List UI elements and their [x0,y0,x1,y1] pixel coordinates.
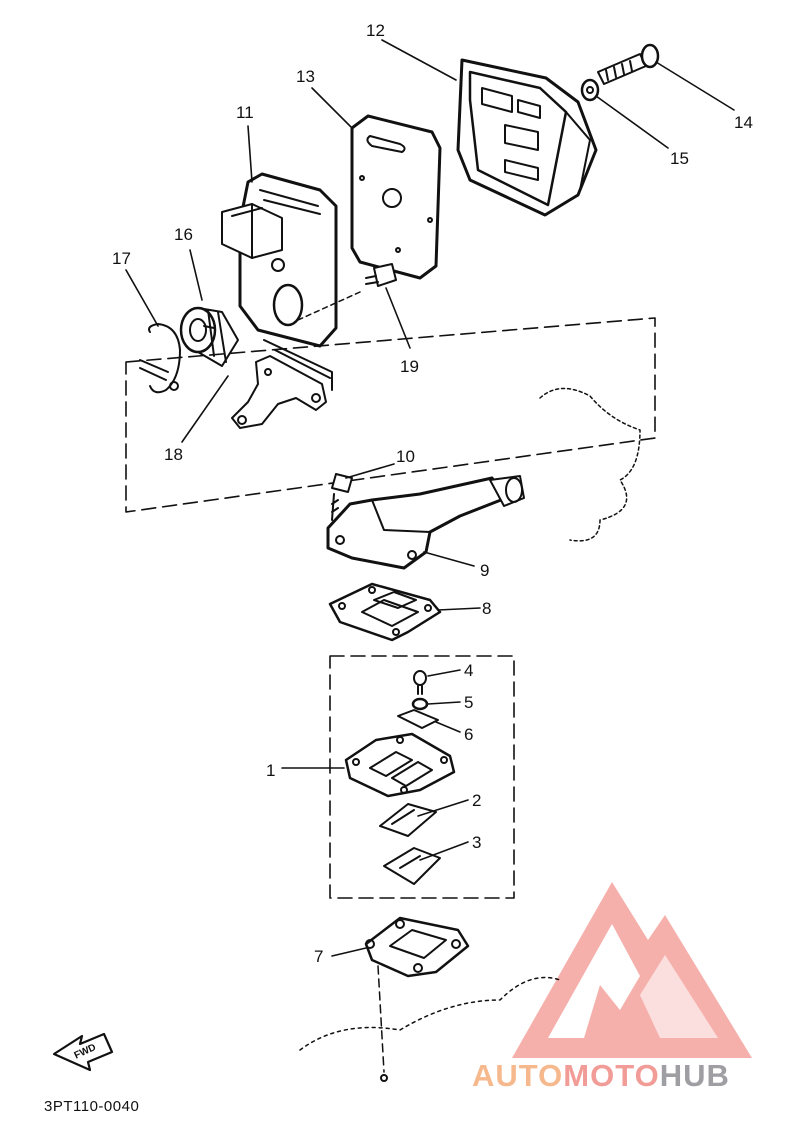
part-4-screw [413,670,427,695]
label-part-19: 19 [400,357,419,376]
part-13-filter-element [350,114,442,280]
label-part-17: 17 [112,249,131,268]
label-part-13: 13 [296,67,315,86]
label-part-3: 3 [472,833,481,852]
part-12-silencer-cover [456,58,598,217]
part-11-air-box-case [221,172,338,391]
part-16-intake-joint [179,306,239,367]
label-part-9: 9 [480,561,489,580]
crankcase-outline [299,976,561,1051]
watermark-logo [512,882,752,1058]
part-7-gasket [364,916,470,1082]
label-part-4: 4 [464,661,473,680]
part-9-intake-manifold [326,475,525,570]
part-2-reed [379,803,437,837]
part-8-gasket [328,582,442,642]
drawing-code: 3PT110-0040 [44,1098,140,1115]
part-6-stopper [397,709,439,729]
part-14-bolt [597,43,660,85]
fwd-arrow-icon [52,1032,114,1072]
label-part-8: 8 [482,599,491,618]
watermark-brand-text: AUTOMOTOHUB [472,1058,730,1094]
part-17-hose-clamp [139,323,181,394]
watermark-text-auto: AUTO [472,1058,564,1093]
part-18-bracket [231,355,327,429]
label-part-14: 14 [734,113,753,132]
upper-assembly-group-outline [125,317,656,513]
label-part-10: 10 [396,447,415,466]
part-5-washer [411,697,429,711]
watermark-text-hub: HUB [659,1058,730,1093]
reed-valve-group-outline [329,655,515,899]
label-part-2: 2 [472,791,481,810]
part-19-screw [297,263,397,321]
label-part-16: 16 [174,225,193,244]
watermark-text-moto: MOTO [563,1058,660,1093]
label-part-18: 18 [164,445,183,464]
part-15-washer [580,78,600,102]
label-part-5: 5 [464,693,473,712]
label-part-6: 6 [464,725,473,744]
label-part-1: 1 [266,761,275,780]
part-1-reed-valve-assembly [344,732,456,798]
leader-lines [125,39,735,957]
part-3-reed-stopper [383,847,441,885]
label-part-7: 7 [314,947,323,966]
engine-case-outline [539,387,641,542]
label-part-12: 12 [366,21,385,40]
part-number-labels: 1 2 3 4 5 6 7 8 9 10 11 12 13 14 15 16 1… [112,21,753,966]
label-part-15: 15 [670,149,689,168]
label-part-11: 11 [236,103,254,122]
